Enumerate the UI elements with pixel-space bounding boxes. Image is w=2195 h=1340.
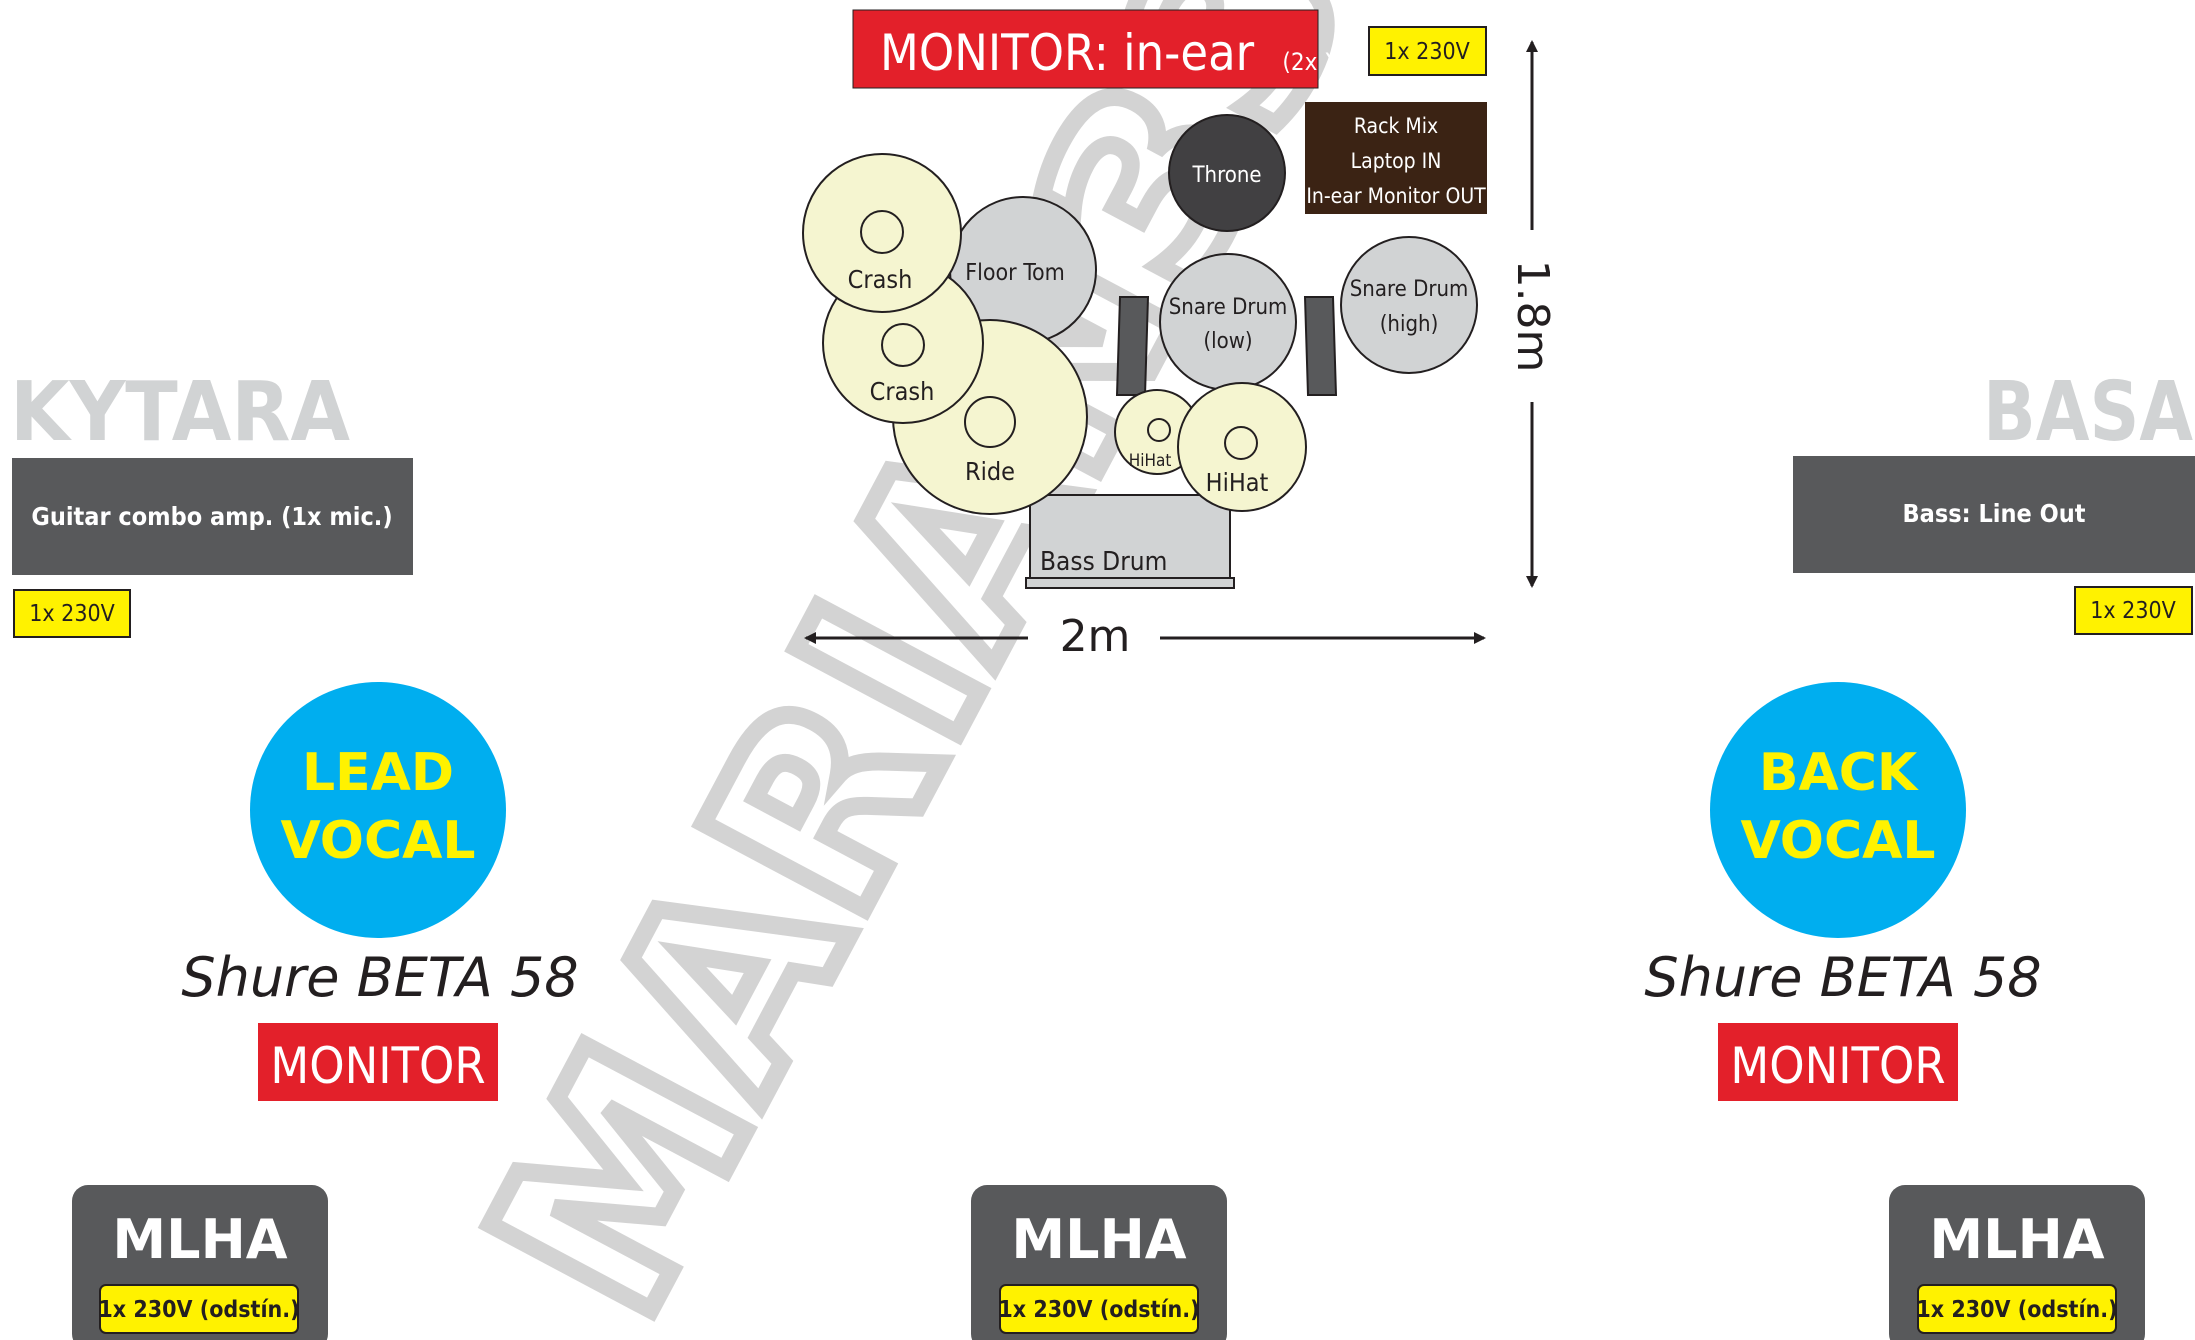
hihat-large-label: HiHat	[1206, 468, 1269, 497]
guitar-amp: Guitar combo amp. (1x mic.)	[12, 458, 413, 575]
guitar-power-badge: 1x 230V	[13, 589, 131, 638]
crash-cymbal-top: Crash	[802, 153, 962, 313]
lead-vocal-monitor: MONITOR	[258, 1023, 498, 1101]
snare-high-label-2: (high)	[1380, 312, 1439, 337]
width-dimension: 2m	[804, 611, 1486, 662]
lead-vocal-line-2: VOCAL	[280, 811, 475, 871]
bass-power-badge: 1x 230V	[2074, 586, 2193, 635]
guitar-section-title: KYTARA	[10, 365, 350, 460]
floor-tom: Floor Tom	[949, 196, 1097, 344]
lead-vocal-position: LEAD VOCAL	[250, 682, 506, 938]
drums-power-label: 1x 230V	[1384, 39, 1470, 65]
in-ear-monitor-label: MONITOR: in-ear (2x XLR)	[852, 9, 1374, 89]
fog-left-power: 1x 230V (odstín.)	[98, 1297, 299, 1323]
crash-bottom-label: Crash	[870, 377, 935, 406]
rack-line-1: Rack Mix	[1354, 114, 1438, 138]
fog-machine-left: MLHA 1x 230V (odstín.)	[72, 1185, 328, 1340]
back-vocal-line-1: BACK	[1759, 743, 1919, 803]
lead-vocal-monitor-label: MONITOR	[270, 1037, 485, 1095]
drums-power-badge: 1x 230V	[1368, 26, 1487, 76]
snare-drum-low: Snare Drum (low)	[1159, 253, 1297, 391]
bass-amp: Bass: Line Out	[1793, 456, 2195, 573]
fog-right-title: MLHA	[1929, 1208, 2104, 1271]
fog-machine-right: MLHA 1x 230V (odstín.)	[1889, 1185, 2145, 1340]
rack-line-2: Laptop IN	[1351, 149, 1442, 173]
depth-dimension: 1.8m	[1507, 40, 1558, 588]
back-vocal-mic: Shure BETA 58	[1644, 946, 2041, 1009]
back-vocal-position: BACK VOCAL	[1710, 682, 1966, 938]
hihat-small-label: HiHat	[1129, 451, 1172, 471]
fog-right-power: 1x 230V (odstín.)	[1916, 1297, 2117, 1323]
lead-vocal-mic: Shure BETA 58	[181, 946, 578, 1009]
in-ear-monitor-text: MONITOR: in-ear	[880, 24, 1255, 82]
guitar-power-label: 1x 230V	[29, 601, 115, 627]
depth-dimension-label: 1.8m	[1507, 260, 1558, 373]
back-vocal-monitor: MONITOR	[1718, 1023, 1958, 1101]
bass-power-label: 1x 230V	[2090, 598, 2176, 624]
ride-label: Ride	[965, 457, 1015, 486]
snare-high-label-1: Snare Drum	[1350, 277, 1469, 302]
bass-amp-label: Bass: Line Out	[1903, 499, 2086, 528]
snare-low-label-1: Snare Drum	[1169, 295, 1288, 320]
fog-center-power: 1x 230V (odstín.)	[998, 1297, 1199, 1323]
bass-section-title: BASA	[1983, 365, 2193, 460]
fog-machine-center: MLHA 1x 230V (odstín.)	[971, 1185, 1227, 1340]
hardware-stand-left	[1115, 296, 1150, 396]
back-vocal-monitor-label: MONITOR	[1730, 1037, 1945, 1095]
floor-tom-label: Floor Tom	[965, 260, 1065, 286]
fog-left-title: MLHA	[112, 1208, 287, 1271]
hihat-large: HiHat	[1177, 382, 1307, 512]
rack-box: Rack Mix Laptop IN In-ear Monitor OUT	[1305, 102, 1487, 214]
rack-line-3: In-ear Monitor OUT	[1306, 184, 1486, 208]
bass-drum: Bass Drum	[1025, 494, 1235, 589]
snare-low-label-2: (low)	[1203, 329, 1252, 354]
in-ear-monitor-note: (2x XLR)	[1282, 48, 1374, 76]
guitar-amp-label: Guitar combo amp. (1x mic.)	[31, 502, 392, 531]
svg-text:MONITOR: in-ear (2x XLR): MONITOR: in-ear (2x XLR)	[880, 24, 1374, 82]
snare-drum-high: Snare Drum (high)	[1340, 236, 1478, 374]
bass-drum-label: Bass Drum	[1040, 547, 1167, 577]
fog-center-title: MLHA	[1011, 1208, 1186, 1271]
hardware-stand-right	[1303, 296, 1338, 396]
lead-vocal-line-1: LEAD	[302, 743, 454, 803]
crash-top-label: Crash	[848, 265, 913, 294]
throne: Throne	[1168, 114, 1286, 232]
throne-label: Throne	[1191, 163, 1261, 188]
width-dimension-label: 2m	[1060, 611, 1131, 662]
back-vocal-line-2: VOCAL	[1740, 811, 1935, 871]
